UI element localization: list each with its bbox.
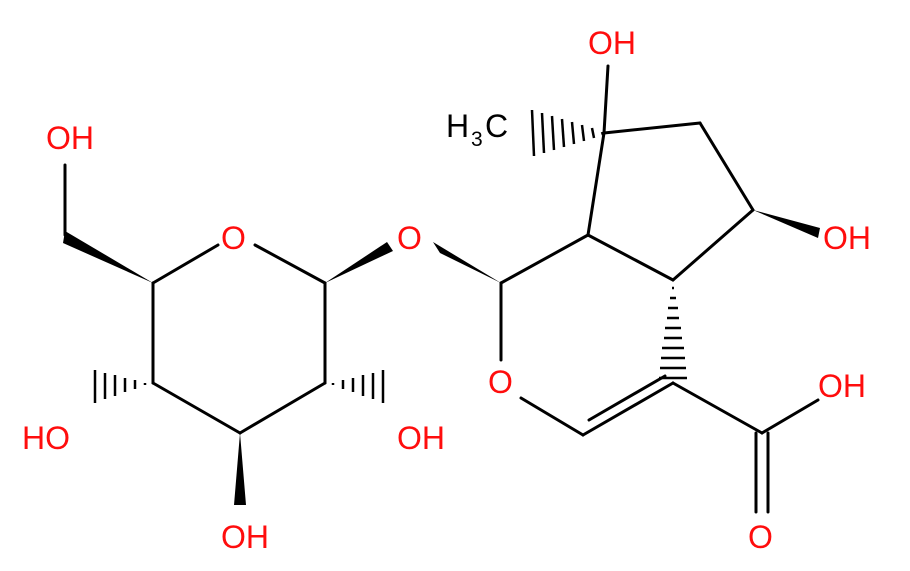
oh-right-label: OH [823,220,871,256]
c3-solid-wedge [234,433,246,505]
bond-lines [63,64,820,514]
h3c-sub-label: 3 [471,128,483,151]
c5prime-solid-wedge [63,231,153,283]
o-bridge-label: O [397,220,422,256]
o-carbonyl-label: O [748,519,773,555]
oh-ch2-label: OH [46,120,94,156]
c1-solid-wedge [433,242,501,283]
methyl-hash-wedge [530,109,605,157]
c2-hash-wedge [331,370,385,403]
oh-c3-label: OH [221,519,269,555]
o-sugar-ring-label: O [221,220,246,256]
stereo-wedges [63,109,820,505]
atom-labels: OH H 3 C OH OH O O O O OH HO OH OH [22,25,871,555]
anomeric-solid-wedge [325,242,393,283]
h3c-c-label: C [485,108,508,144]
oh-c2-label: OH [397,420,445,456]
o-ring-label: O [488,364,513,400]
c6-solid-wedge [753,210,820,238]
oh-top-label: OH [588,25,636,61]
c5-hash-wedge [659,286,687,380]
c4-hash-wedge [93,370,147,403]
h3c-h-label: H [446,108,469,144]
ho-c4-label: HO [22,420,70,456]
oh-acid-label: OH [818,368,866,404]
